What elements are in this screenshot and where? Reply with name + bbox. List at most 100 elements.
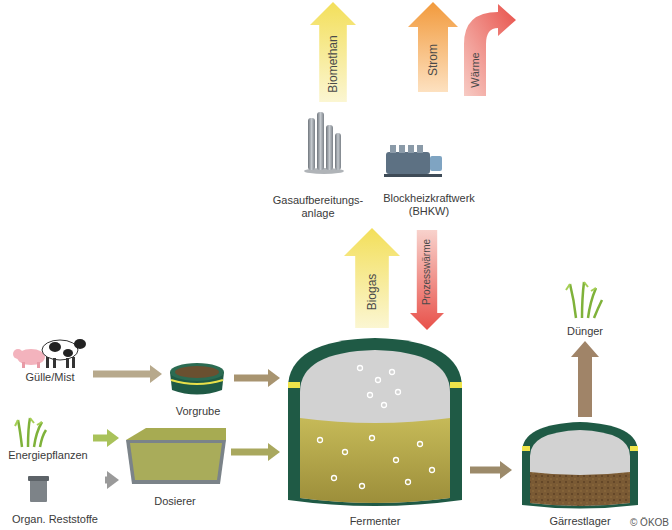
fermenter-tank-part-part xyxy=(394,458,399,463)
livestock-icon-part xyxy=(66,358,69,368)
livestock-icon-part xyxy=(22,362,25,368)
node-label: Gülle/Mist xyxy=(26,371,75,384)
fermenter-tank-part-part xyxy=(358,366,363,371)
livestock-icon-part xyxy=(46,357,49,368)
arrow-label: Biogas xyxy=(366,274,378,311)
fermenter-tank-part-part xyxy=(343,450,348,455)
fermenter-tank-part-part xyxy=(390,370,395,375)
fermenter: Fermenter xyxy=(283,332,467,528)
node-label: Energiepflanzen xyxy=(8,449,88,462)
organic-residues: Organ. Reststoffe xyxy=(8,474,102,526)
process-heat-arrow: Prozesswärme xyxy=(410,230,444,330)
copyright-note: © ÖKOB xyxy=(630,517,669,528)
gas-upgrading-pipes-part xyxy=(335,133,341,170)
chp-engine-part xyxy=(399,145,405,153)
waste-bin xyxy=(28,476,49,502)
node-label: Blockheizkraftwerk (BHKW) xyxy=(375,192,483,218)
chp-engine-part xyxy=(417,145,423,153)
arrow-label: Biomethan xyxy=(327,35,339,92)
digestate-tank-part xyxy=(530,472,630,506)
energy-crops-icon-part xyxy=(15,418,42,426)
flow-connector xyxy=(105,471,119,489)
chp-engine-part xyxy=(430,156,442,171)
fertilizer-plants xyxy=(566,282,602,318)
fermenter-tank-part xyxy=(288,382,300,388)
arrow-label: Strom xyxy=(427,43,439,75)
livestock-icon-part xyxy=(74,339,86,349)
fermenter-tank-part-part xyxy=(318,438,323,443)
energy-crops-icon xyxy=(15,418,46,447)
pre-pit-tank-part xyxy=(171,380,223,384)
flow-arrow xyxy=(578,356,592,417)
arrow-head xyxy=(500,461,512,479)
fermenter-tank-part-part xyxy=(406,480,411,485)
flow-arrow xyxy=(234,375,269,382)
arrow-shape xyxy=(344,228,400,328)
flow-connector xyxy=(571,341,599,417)
chp-unit: Blockheizkraftwerk (BHKW) xyxy=(374,138,484,218)
flow-arrow xyxy=(231,449,269,456)
node-label: Gasaufbereitungs- anlage xyxy=(267,194,369,220)
arrow-shape xyxy=(460,4,516,96)
node-label: Dünger xyxy=(567,325,603,338)
waste-bin-part xyxy=(30,480,47,502)
output-arrow: Strom xyxy=(408,2,458,92)
flow-connector xyxy=(93,429,119,447)
digestate-storage: Gärrestlager xyxy=(515,420,645,528)
feeder: Dosierer xyxy=(122,424,228,508)
node-label: Organ. Reststoffe xyxy=(12,513,98,526)
digestate-tank-part xyxy=(630,446,638,451)
livestock-icon-part xyxy=(63,349,73,357)
chp-engine-part xyxy=(384,174,442,177)
fermenter-tank-part xyxy=(300,418,450,503)
gas-upgrading-pipes xyxy=(304,112,344,174)
waste-bin-part xyxy=(28,476,49,481)
livestock-icon-part xyxy=(53,358,56,368)
flow-connector xyxy=(234,369,280,387)
node-label: Gärrestlager xyxy=(549,515,610,528)
node-label: Fermenter xyxy=(350,515,401,528)
arrow-shape xyxy=(464,4,516,96)
livestock-icon-part xyxy=(37,362,40,368)
heat-arrow: Wärme xyxy=(460,4,516,96)
energy-crops: Energiepflanzen xyxy=(6,416,90,462)
gas-upgrading-unit: Gasaufbereitungs- anlage xyxy=(266,110,370,220)
fertilizer: Dünger xyxy=(555,280,615,338)
feeder-box-part xyxy=(126,440,226,484)
arrow-label: Wärme xyxy=(470,52,481,87)
fermenter-tank-part-part xyxy=(370,436,375,441)
arrow-head xyxy=(268,369,280,387)
flow-arrow xyxy=(470,467,501,474)
pre-pit-tank xyxy=(170,363,224,395)
chp-engine-part xyxy=(408,145,414,153)
fertilizer-plants-part xyxy=(570,282,602,318)
fermenter-tank-part-part xyxy=(430,468,435,473)
gas-upgrading-pipes-part xyxy=(317,112,324,170)
arrow-head xyxy=(107,429,119,447)
fermenter-tank-part-part xyxy=(396,390,401,395)
fermenter-tank-part xyxy=(450,382,462,388)
node-label: Dosierer xyxy=(154,495,196,508)
fermenter-tank xyxy=(288,338,462,506)
arrow-head xyxy=(571,341,599,357)
flow-connector xyxy=(93,365,162,383)
digestate-tank-part xyxy=(530,430,630,506)
flow-arrow xyxy=(93,371,151,378)
fermenter-tank-part xyxy=(300,350,450,503)
fermenter-tank-part xyxy=(288,338,462,506)
fertilizer-plants-part xyxy=(566,282,596,291)
fermenter-tank-part-part xyxy=(382,403,387,408)
chp-engine-part xyxy=(390,145,396,153)
gas-upgrading-pipes-part xyxy=(326,125,333,170)
arrow-head xyxy=(107,471,119,489)
feeder-box-part xyxy=(130,443,222,480)
arrow-shape xyxy=(310,2,356,102)
livestock-icon-part xyxy=(13,349,23,359)
fermenter-tank-part-part xyxy=(360,484,365,489)
livestock-icon-part xyxy=(72,357,75,368)
livestock-icon xyxy=(13,339,86,368)
gas-upgrading-pipes-part xyxy=(308,118,315,170)
digestate-tank xyxy=(522,422,638,509)
fermenter-tank-part-part xyxy=(368,393,373,398)
